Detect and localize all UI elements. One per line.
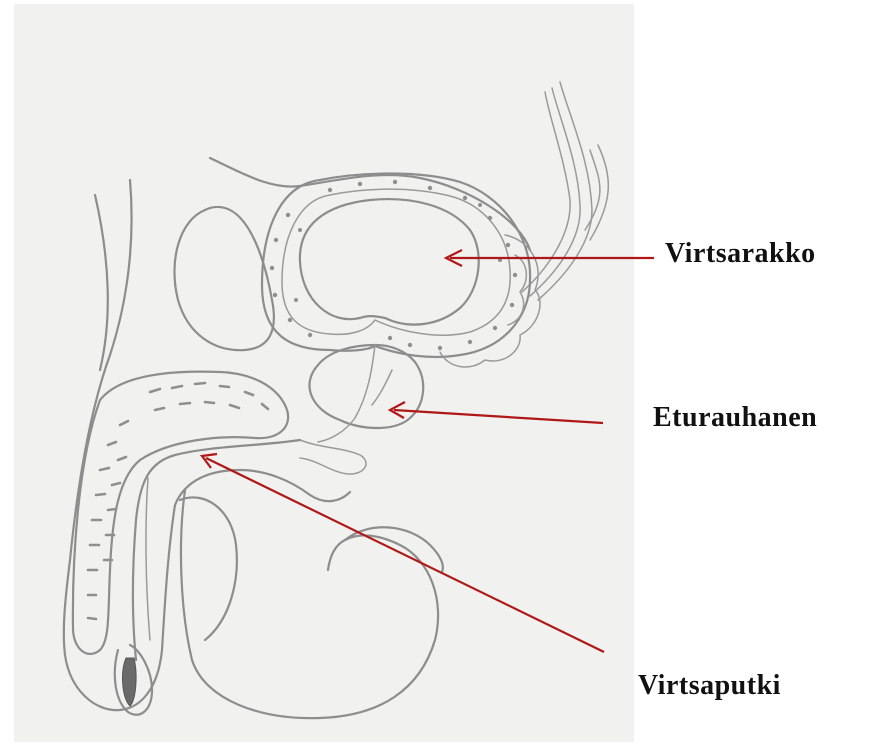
label-urethra: Virtsaputki — [638, 670, 781, 702]
arrow-bladder — [446, 250, 654, 266]
arrow-urethra — [202, 454, 604, 652]
arrow-prostate — [390, 402, 603, 423]
label-bladder: Virtsarakko — [665, 238, 816, 270]
label-prostate: Eturauhanen — [653, 402, 817, 434]
